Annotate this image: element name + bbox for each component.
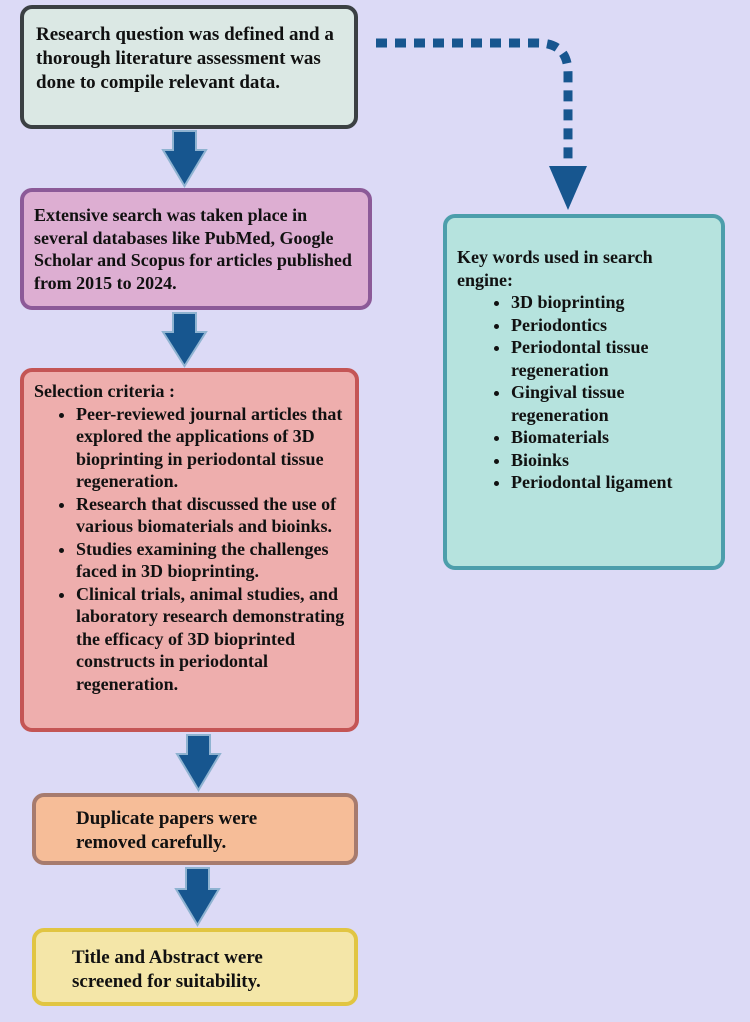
selection-criteria-list: Peer-reviewed journal articles that expl… (34, 403, 345, 696)
step-remove-duplicates-text: Duplicate papers were removed carefully. (76, 808, 258, 853)
dotted-connector-arrowhead (549, 166, 587, 210)
keyword-item: Gingival tissue regeneration (511, 381, 711, 426)
step-selection-criteria: Selection criteria : Peer-reviewed journ… (20, 368, 359, 732)
step-database-search: Extensive search was taken place in seve… (20, 188, 372, 310)
keywords-title: Key words used in search engine: (457, 247, 653, 290)
selection-criteria-item: Clinical trials, animal studies, and lab… (76, 583, 345, 696)
step-database-search-text: Extensive search was taken place in seve… (34, 205, 352, 293)
keyword-item: Periodontal ligament (511, 471, 711, 494)
selection-criteria-item: Peer-reviewed journal articles that expl… (76, 403, 345, 493)
keywords-list: 3D bioprinting Periodontics Periodontal … (457, 291, 711, 494)
down-arrow-4 (174, 867, 221, 927)
keyword-item: Periodontics (511, 314, 711, 337)
selection-criteria-item: Research that discussed the use of vario… (76, 493, 345, 538)
down-arrow-3 (175, 734, 222, 792)
keyword-item: 3D bioprinting (511, 291, 711, 314)
keywords-box: Key words used in search engine: 3D biop… (443, 214, 725, 570)
keyword-item: Periodontal tissue regeneration (511, 336, 711, 381)
step-screen-title-abstract: Title and Abstract were screened for sui… (32, 928, 358, 1006)
selection-criteria-title: Selection criteria : (34, 381, 175, 401)
selection-criteria-item: Studies examining the challenges faced i… (76, 538, 345, 583)
step-screen-title-abstract-text: Title and Abstract were screened for sui… (72, 947, 263, 992)
down-arrow-1 (161, 130, 208, 188)
step-define-question-text: Research question was defined and a thor… (36, 24, 334, 93)
keyword-item: Bioinks (511, 449, 711, 472)
keyword-item: Biomaterials (511, 426, 711, 449)
step-remove-duplicates: Duplicate papers were removed carefully. (32, 793, 358, 865)
down-arrow-2 (161, 312, 208, 368)
dotted-connector (376, 38, 573, 168)
step-define-question: Research question was defined and a thor… (20, 5, 358, 129)
